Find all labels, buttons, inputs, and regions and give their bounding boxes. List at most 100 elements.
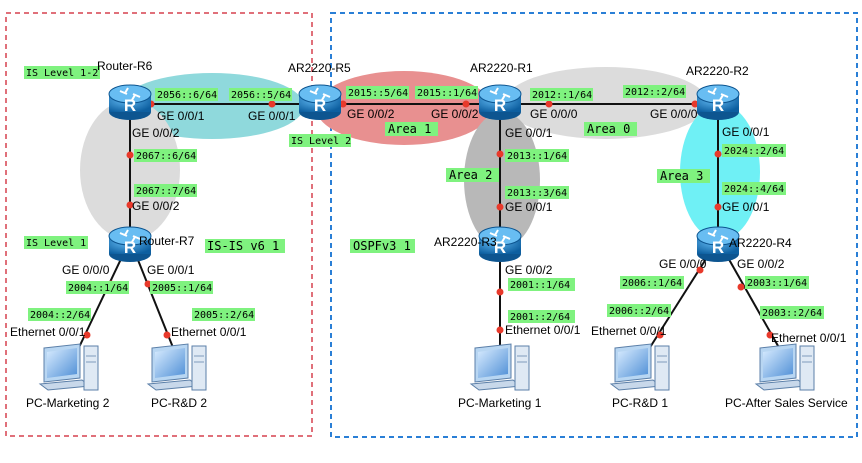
router-r4-label: AR2220-R4 <box>729 236 792 250</box>
port-dot <box>496 203 504 211</box>
port-dot <box>691 100 699 108</box>
iface-r5-ge001: GE 0/0/1 <box>248 109 296 123</box>
router-r5-label: AR2220-R5 <box>288 61 351 75</box>
addr-2015-1: 2015::1/64 <box>417 88 477 99</box>
port-dot <box>83 331 91 339</box>
port-dot <box>496 326 504 334</box>
port-dot <box>766 331 774 339</box>
addr-2024-4: 2024::4/64 <box>724 184 784 195</box>
iface-pc-rd1-eth: Ethernet 0/0/1 <box>591 324 667 338</box>
router-r1-icon[interactable] <box>478 84 522 121</box>
addr-2012-2: 2012::2/64 <box>625 87 685 98</box>
addr-2006-1: 2006::1/64 <box>622 278 682 289</box>
addr-2005-2: 2005::2/64 <box>194 310 254 321</box>
port-dot <box>656 331 664 339</box>
links <box>72 103 787 361</box>
area-label-is-l12: IS Level 1-2 <box>26 68 98 79</box>
port-dot <box>696 266 704 274</box>
port-dot <box>496 288 504 296</box>
pc-marketing2-label: PC-Marketing 2 <box>26 396 110 410</box>
area-label-is-l1: IS Level 1 <box>26 238 86 249</box>
router-r6-label: Router-R6 <box>97 59 153 73</box>
addr-2006-2: 2006::2/64 <box>609 306 669 317</box>
port-dot <box>714 203 722 211</box>
router-r7-label: Router-R7 <box>139 234 195 248</box>
iface-r7-ge000: GE 0/0/0 <box>62 263 110 277</box>
pc-rd1-icon[interactable] <box>610 343 670 391</box>
iface-r5-ge002: GE 0/0/2 <box>347 107 395 121</box>
area2-ellipse <box>464 112 540 248</box>
addr-2024-2: 2024::2/64 <box>724 146 784 157</box>
router-r5-icon[interactable] <box>298 84 342 121</box>
pc-aftersales-label: PC-After Sales Service <box>725 396 848 410</box>
pc-marketing1-icon[interactable] <box>470 343 530 391</box>
port-dot <box>163 331 171 339</box>
addr-2004-2: 2004::2/64 <box>30 310 90 321</box>
addr-2001-2: 2001::2/64 <box>510 312 570 323</box>
pc-marketing2-icon[interactable] <box>39 343 99 391</box>
port-dot <box>737 283 745 291</box>
iface-r4-ge002: GE 0/0/2 <box>737 257 785 271</box>
addr-2013-1: 2013::1/64 <box>507 151 567 162</box>
port-dot <box>126 151 134 159</box>
iface-pc-rd2-eth: Ethernet 0/0/1 <box>171 325 247 339</box>
ospf-domain-zone <box>330 12 858 438</box>
area-label-area0: Area 0 <box>587 122 630 136</box>
iface-r3-ge002: GE 0/0/2 <box>505 263 553 277</box>
addr-2005-1: 2005::1/64 <box>152 283 212 294</box>
addr-2004-1: 2004::1/64 <box>68 283 128 294</box>
iface-r1-ge000: GE 0/0/0 <box>530 107 578 121</box>
router-r2-icon[interactable] <box>696 84 740 121</box>
pc-marketing1-label: PC-Marketing 1 <box>458 396 542 410</box>
area-label-ospfv3: OSPFv3 1 <box>353 239 411 253</box>
tag-backgrounds <box>24 66 824 323</box>
iface-r2-ge001: GE 0/0/1 <box>722 125 770 139</box>
port-dot <box>462 100 470 108</box>
addr-2003-2: 2003::2/64 <box>762 308 822 319</box>
iface-r2-ge000: GE 0/0/0 <box>650 107 698 121</box>
addr-2003-1: 2003::1/64 <box>747 278 807 289</box>
area-label-isis-v6: IS-IS v6 1 <box>207 239 279 253</box>
iface-pc-aftersales-eth: Ethernet 0/0/1 <box>771 331 847 345</box>
router-r6-icon[interactable] <box>108 84 152 121</box>
addr-2067-6: 2067::6/64 <box>136 151 196 162</box>
iface-r6-ge002: GE 0/0/2 <box>132 126 180 140</box>
isis-domain-zone <box>5 12 313 437</box>
port-dot <box>126 201 134 209</box>
addr-2015-5: 2015::5/64 <box>348 88 408 99</box>
port-dot <box>496 150 504 158</box>
iface-r7-ge002: GE 0/0/2 <box>132 199 180 213</box>
area-label-area1: Area 1 <box>388 122 431 136</box>
pc-rd2-label: PC-R&D 2 <box>151 396 207 410</box>
port-dot <box>545 100 553 108</box>
iface-r4-ge001: GE 0/0/1 <box>722 200 770 214</box>
router-r1-label: AR2220-R1 <box>470 61 533 75</box>
iface-r3-ge001: GE 0/0/1 <box>505 200 553 214</box>
addr-2056-5: 2056::5/64 <box>231 90 291 101</box>
iface-r7-ge001: GE 0/0/1 <box>147 263 195 277</box>
iface-r1-ge001: GE 0/0/1 <box>505 126 553 140</box>
router-r2-label: AR2220-R2 <box>686 64 749 78</box>
port-dot <box>714 150 722 158</box>
port-dot <box>144 280 152 288</box>
port-dot <box>339 100 347 108</box>
iface-r6-ge001: GE 0/0/1 <box>157 109 205 123</box>
pc-rd1-label: PC-R&D 1 <box>612 396 668 410</box>
iface-r4-ge000: GE 0/0/0 <box>659 257 707 271</box>
iface-pc-marketing2-eth: Ethernet 0/0/1 <box>10 325 86 339</box>
port-dot <box>268 100 276 108</box>
area-label-area2: Area 2 <box>449 168 492 182</box>
addr-2067-7: 2067::7/64 <box>136 186 196 197</box>
area-label-is-l2: IS Level 2 <box>291 136 351 147</box>
iface-pc-marketing1-eth: Ethernet 0/0/1 <box>505 323 581 337</box>
addr-2013-3: 2013::3/64 <box>507 188 567 199</box>
pc-rd2-icon[interactable] <box>147 343 207 391</box>
addr-2056-6: 2056::6/64 <box>157 90 217 101</box>
pc-aftersales-icon[interactable] <box>755 343 815 391</box>
area-label-area3: Area 3 <box>660 169 703 183</box>
area3-ellipse <box>680 104 760 240</box>
addr-2012-1: 2012::1/64 <box>532 90 592 101</box>
iface-r1-ge002: GE 0/0/2 <box>431 107 479 121</box>
